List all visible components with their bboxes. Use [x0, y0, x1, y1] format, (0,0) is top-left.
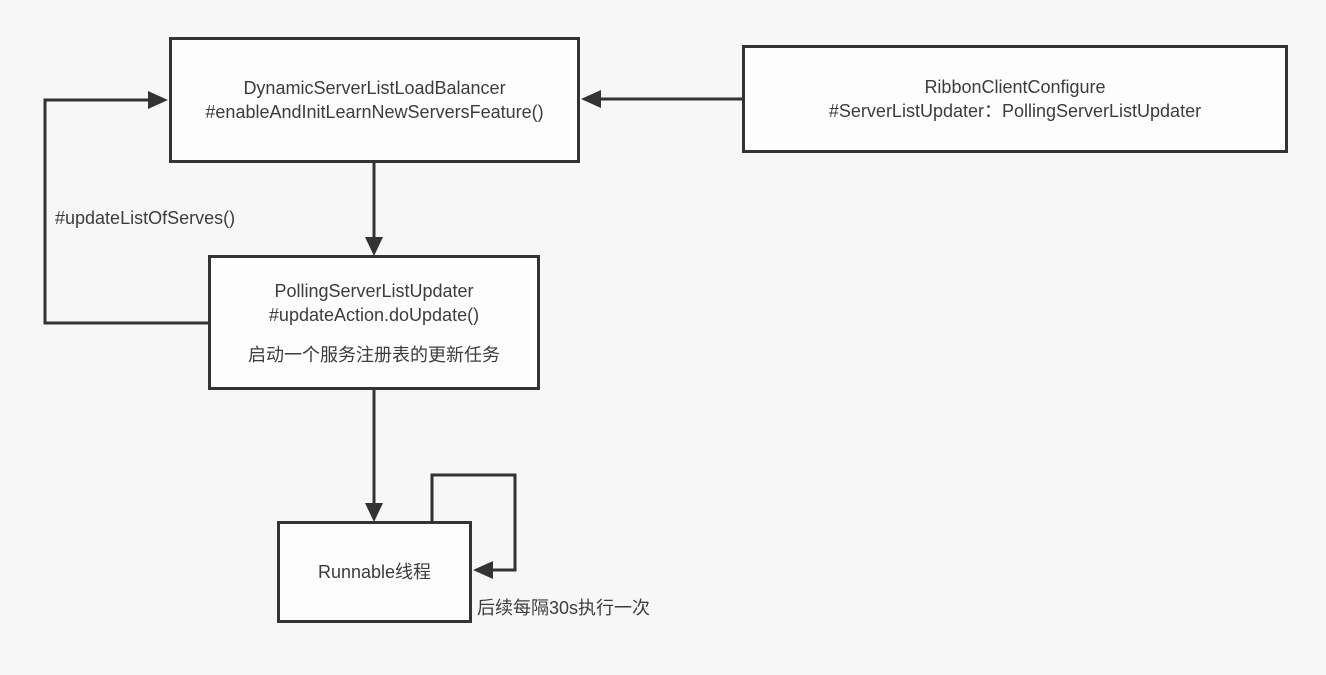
arrowhead-into-runnable-right	[473, 561, 493, 579]
node-title: RibbonClientConfigure	[924, 77, 1106, 97]
node-title: PollingServerListUpdater	[274, 280, 474, 301]
node-title: DynamicServerListLoadBalancer	[243, 78, 506, 98]
edge-label-interval-note: 后续每隔30s执行一次	[477, 598, 651, 618]
node-method: #updateAction.doUpdate()	[268, 304, 480, 325]
arrowhead-into-runnable-top	[365, 503, 383, 522]
node-method: #enableAndInitLearnNewServersFeature()	[205, 102, 544, 122]
node-dynamic-server-list-load-balancer: DynamicServerListLoadBalancer #enableAnd…	[169, 37, 580, 163]
arrowhead-into-loadbalancer-left	[148, 91, 168, 109]
node-note: 启动一个服务注册表的更新任务	[248, 344, 500, 365]
node-polling-server-list-updater: PollingServerListUpdater #updateAction.d…	[208, 255, 540, 390]
edge-label-update-list-of-serves: #updateListOfServes()	[55, 208, 236, 228]
node-ribbon-client-configure: RibbonClientConfigure #ServerListUpdater…	[742, 45, 1288, 153]
node-method: #ServerListUpdater：PollingServerListUpda…	[828, 101, 1202, 121]
node-title: Runnable线程	[317, 562, 432, 582]
arrowhead-into-polling-top	[365, 237, 383, 256]
node-runnable-thread: Runnable线程	[277, 521, 472, 623]
arrowhead-into-loadbalancer-right	[581, 90, 601, 108]
